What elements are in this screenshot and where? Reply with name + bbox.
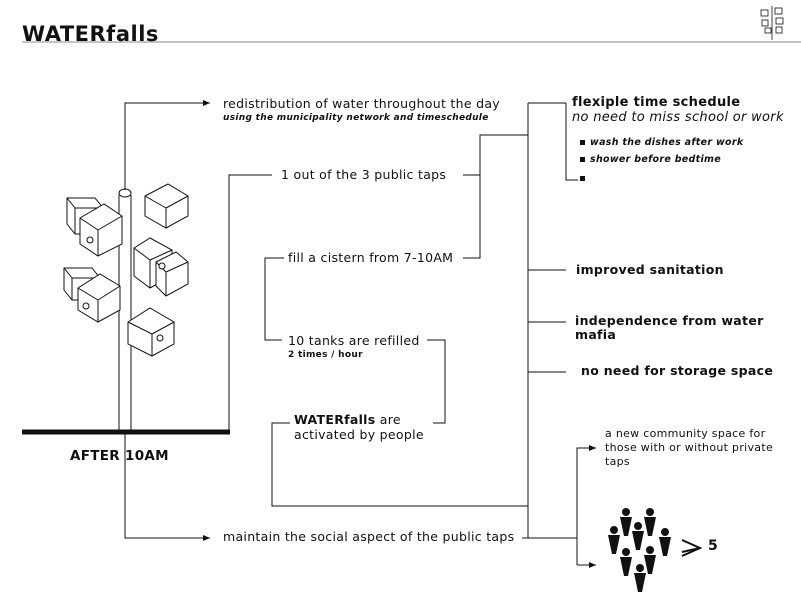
- node-tanks-sub: 2 times / hour: [288, 350, 363, 360]
- outcome-independence-1: independence from water: [575, 313, 764, 328]
- bullet-dishes: wash the dishes after work: [590, 137, 744, 148]
- bullet-shower: shower before bedtime: [590, 154, 721, 165]
- outcome-storage: no need for storage space: [581, 363, 774, 378]
- node-social: maintain the social aspect of the public…: [223, 529, 515, 544]
- after-10am-label: AFTER 10AM: [70, 448, 169, 464]
- node-tanks: 10 tanks are refilled: [288, 333, 420, 348]
- outcome-flexible-sub: no need to miss school or work: [572, 110, 784, 125]
- water-tower-icon: [63, 183, 189, 430]
- greater-than-icon: [681, 539, 703, 557]
- node-activated-line2: activated by people: [294, 427, 424, 442]
- bullet-markers: [580, 140, 585, 181]
- outcome-flexible-title: flexiple time schedule: [572, 95, 741, 110]
- node-redistribution: redistribution of water throughout the d…: [223, 96, 501, 111]
- logo-tree-icon: [760, 6, 784, 40]
- node-activated-name: WATERfalls: [294, 412, 376, 427]
- node-cistern: fill a cistern from 7-10AM: [288, 250, 454, 265]
- outcome-sanitation: improved sanitation: [576, 262, 724, 277]
- node-redistribution-sub: using the municipality network and times…: [223, 113, 489, 123]
- node-public-taps: 1 out of the 3 public taps: [281, 167, 447, 182]
- node-activated-rest: are: [375, 412, 401, 427]
- connector-lines: [124, 100, 596, 568]
- people-count: 5: [708, 538, 719, 554]
- node-activated: WATERfalls are: [294, 412, 401, 427]
- people-group-icon: [608, 508, 671, 592]
- outcome-independence-2: mafia: [575, 327, 617, 342]
- outcome-community: a new community space for those with or …: [605, 427, 774, 468]
